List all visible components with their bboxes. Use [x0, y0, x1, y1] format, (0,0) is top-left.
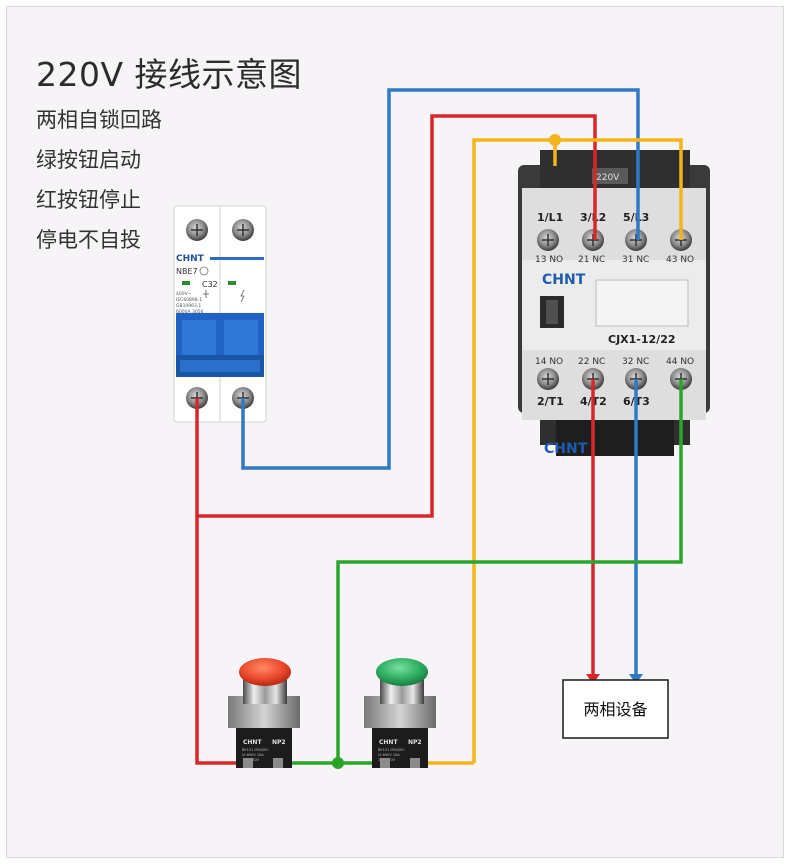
aux-label-31nc: 31 NC [622, 255, 649, 265]
aux-label-13no: 13 NO [535, 255, 563, 265]
breaker-brand: CHNT [176, 254, 205, 264]
start-button-cap[interactable] [376, 658, 428, 686]
load-device-box: 两相设备 [562, 679, 669, 739]
note-line-4: 停电不自投 [36, 228, 141, 252]
wire-yellow-coil [472, 138, 683, 763]
terminal-label-3l2: 3/L2 [580, 211, 606, 224]
terminal-label-5l3: 5/L3 [623, 211, 649, 224]
start-button[interactable]: CHNT NP2 BE101 IP40/IEC Ui 690V 10A 10A … [364, 658, 436, 768]
breaker-spec-3: GB10963.1 [176, 303, 201, 309]
terminal-label-1l1: 1/L1 [537, 211, 563, 224]
contactor-coil-label: 220V [596, 173, 620, 183]
circuit-breaker: CHNT NBE7 C32 400V~ IEC60898-1 GB10963.1… [173, 205, 267, 423]
stop-button-cap[interactable] [239, 658, 291, 686]
start-button-spec-2: Ui 690V 10A [378, 753, 400, 757]
wire-green-aux [336, 379, 683, 763]
junction-yellow [549, 134, 561, 146]
aux-label-43no: 43 NO [666, 255, 694, 265]
contactor-brand-bottom: CHNT [544, 441, 588, 457]
breaker-handle[interactable] [176, 313, 264, 377]
aux-label-22nc: 22 NC [578, 357, 605, 367]
breaker-spec-4: 6000A 3056 [176, 309, 204, 315]
junction-green [332, 757, 344, 769]
diagram-title: 220V 接线示意图 [36, 55, 303, 94]
contactor: 220V 1/L1 3/L2 5/L3 13 NO 21 NC 31 NC 43… [518, 150, 710, 457]
wires [195, 88, 683, 765]
aux-label-32nc: 32 NC [622, 357, 649, 367]
aux-label-44no: 44 NO [666, 357, 694, 367]
start-button-model: NP2 [408, 739, 422, 746]
stop-button-model: NP2 [272, 739, 286, 746]
breaker-model: NBE7 [176, 267, 198, 276]
breaker-rating: C32 [202, 280, 218, 289]
wire-red-l2 [195, 114, 597, 518]
wire-blue-l3 [241, 88, 640, 470]
contactor-brand: CHNT [542, 272, 586, 288]
stop-button-spec-1: BE101 IP40/IEC [242, 748, 269, 752]
wire-red-stop [195, 516, 243, 765]
breaker-spec-1: 400V~ [176, 291, 192, 297]
stop-button-spec-2: Ui 690V 10A [242, 753, 264, 757]
note-line-2: 绿按钮启动 [36, 148, 141, 172]
stop-button-brand: CHNT [243, 739, 262, 746]
contactor-model: CJX1-12/22 [608, 333, 676, 346]
start-button-spec-1: BE101 IP40/IEC [378, 748, 405, 752]
load-device-label: 两相设备 [583, 700, 647, 719]
note-line-3: 红按钮停止 [36, 188, 141, 212]
start-button-brand: CHNT [379, 739, 398, 746]
terminal-label-2t1: 2/T1 [537, 395, 564, 408]
stop-button[interactable]: CHNT NP2 BE101 IP40/IEC Ui 690V 10A 10A … [228, 658, 300, 768]
breaker-spec-2: IEC60898-1 [176, 297, 202, 303]
aux-label-21nc: 21 NC [578, 255, 605, 265]
note-line-1: 两相自锁回路 [36, 108, 162, 132]
aux-label-14no: 14 NO [535, 357, 563, 367]
